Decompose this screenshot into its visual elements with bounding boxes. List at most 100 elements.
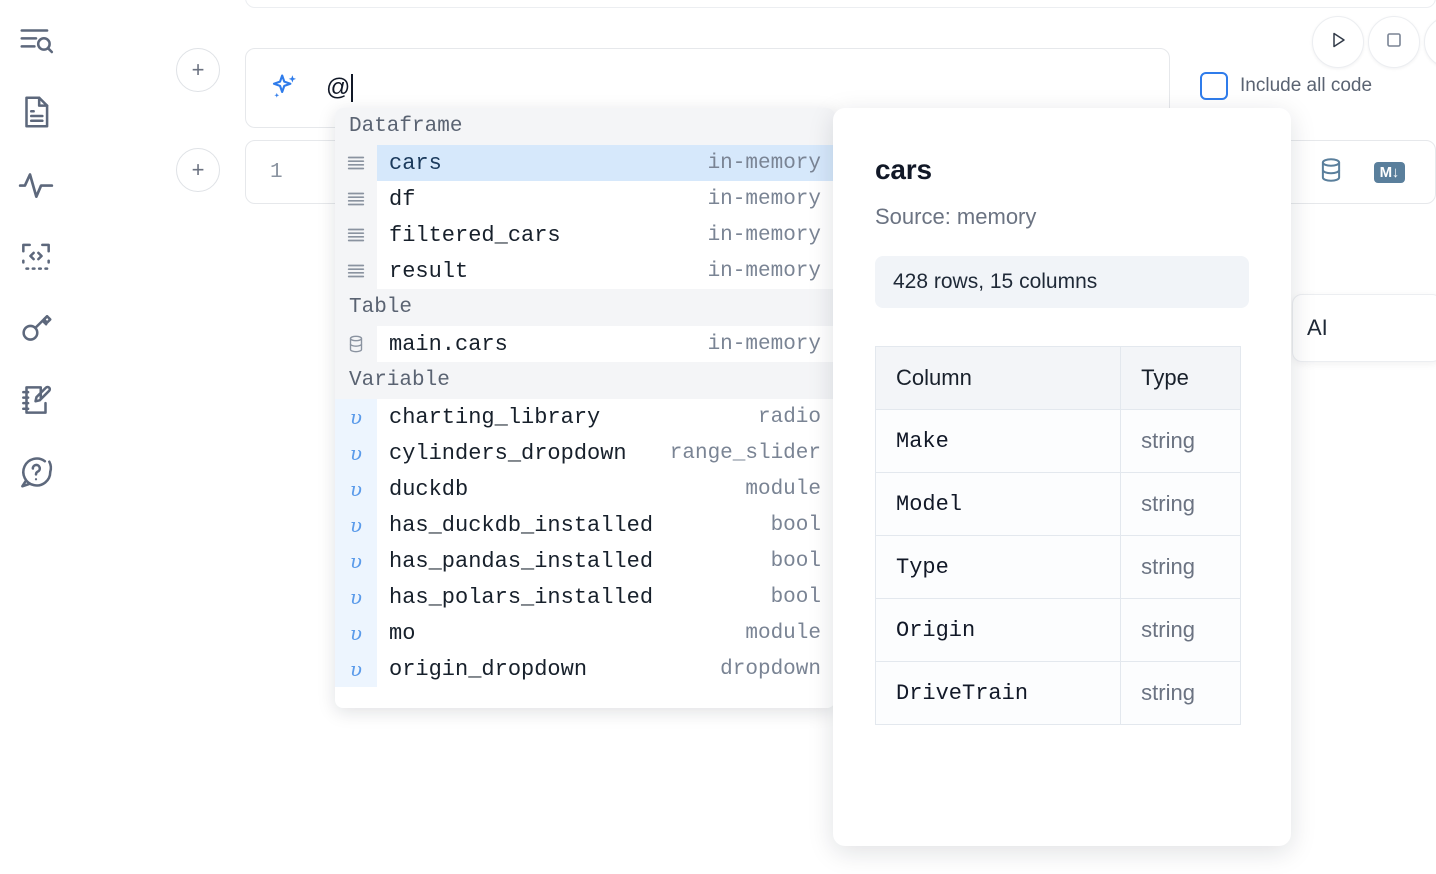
autocomplete-item-name: cars — [389, 150, 442, 176]
add-cell-button-bottom[interactable]: + — [176, 148, 220, 192]
left-sidebar — [0, 0, 72, 874]
autocomplete-item-type: bool — [770, 549, 821, 573]
include-all-code-checkbox[interactable] — [1200, 72, 1228, 100]
sidebar-item-activity[interactable] — [12, 160, 60, 208]
database-icon[interactable] — [1316, 155, 1346, 190]
autocomplete-item-type: in-memory — [707, 259, 821, 283]
autocomplete-item[interactable]: υ has_pandas_installed bool — [335, 543, 835, 579]
sidebar-item-help[interactable] — [12, 448, 60, 496]
autocomplete-item-name: main.cars — [389, 331, 508, 357]
autocomplete-item[interactable]: υ origin_dropdown dropdown — [335, 651, 835, 687]
column-type-cell: string — [1120, 409, 1241, 473]
variable-icon: υ — [335, 543, 377, 579]
autocomplete-item-name: result — [389, 258, 469, 284]
ai-prompt-input[interactable]: @ — [326, 74, 354, 102]
add-cell-button-top[interactable]: + — [176, 48, 220, 92]
text-caret — [351, 74, 354, 102]
autocomplete-group-header: Table — [335, 289, 835, 326]
sidebar-item-outline-search[interactable] — [12, 16, 60, 64]
autocomplete-item[interactable]: result in-memory — [335, 253, 835, 289]
dataframe-icon — [335, 253, 377, 289]
autocomplete-item-type: bool — [770, 585, 821, 609]
include-all-code-row[interactable]: Include all code — [1200, 72, 1372, 100]
column-type-cell: string — [1120, 598, 1241, 662]
table-column-header: Column — [874, 346, 1122, 410]
column-name-cell: Make — [874, 409, 1122, 473]
key-icon — [17, 309, 55, 347]
plus-icon: + — [191, 157, 205, 182]
variable-icon: υ — [335, 507, 377, 543]
sparkle-icon — [268, 71, 302, 105]
autocomplete-item-name: has_pandas_installed — [389, 548, 654, 574]
database-icon — [335, 326, 377, 362]
autocomplete-item-type: module — [745, 621, 821, 645]
column-name-cell: Type — [874, 535, 1122, 599]
plus-icon: + — [191, 57, 205, 82]
column-type-cell: string — [1120, 472, 1241, 536]
autocomplete-item-name: charting_library — [389, 404, 601, 430]
sidebar-item-snippets[interactable] — [12, 232, 60, 280]
column-name-cell: DriveTrain — [874, 661, 1122, 725]
dataframe-detail-panel: cars Source: memory 428 rows, 15 columns… — [833, 108, 1291, 846]
dataframe-icon — [335, 145, 377, 181]
autocomplete-item-name: mo — [389, 620, 416, 646]
autocomplete-item-name: df — [389, 186, 416, 212]
detail-stats: 428 rows, 15 columns — [875, 256, 1249, 308]
column-name-cell: Model — [874, 472, 1122, 536]
table-column-header: Type — [1120, 346, 1241, 410]
detail-source: Source: memory — [875, 204, 1037, 229]
ai-prompt-value: @ — [326, 74, 351, 101]
notepad-pencil-icon — [17, 381, 55, 419]
sidebar-item-file[interactable] — [12, 88, 60, 136]
help-chat-icon — [17, 453, 55, 491]
column-type-cell: string — [1120, 535, 1241, 599]
dataframe-icon — [335, 217, 377, 253]
stop-button[interactable] — [1368, 16, 1420, 68]
run-button[interactable] — [1312, 16, 1364, 68]
dataframe-icon — [335, 181, 377, 217]
autocomplete-item-type: radio — [757, 405, 821, 429]
markdown-badge[interactable]: M↓ — [1373, 161, 1405, 183]
autocomplete-item-name: cylinders_dropdown — [389, 440, 627, 466]
ai-action-chip[interactable]: AI — [1292, 294, 1436, 362]
autocomplete-item-type: dropdown — [720, 657, 821, 681]
column-type-cell: string — [1120, 661, 1241, 725]
activity-icon — [17, 165, 55, 203]
autocomplete-item-name: origin_dropdown — [389, 656, 588, 682]
file-icon — [17, 93, 55, 131]
cell-toolbar: M↓ — [1316, 155, 1405, 190]
autocomplete-item-name: duckdb — [389, 476, 469, 502]
variable-icon: υ — [335, 471, 377, 507]
include-all-code-label: Include all code — [1240, 75, 1373, 96]
detail-title: cars — [875, 154, 932, 185]
overflow-button[interactable] — [1424, 16, 1436, 68]
variable-icon: υ — [335, 579, 377, 615]
variable-icon: υ — [335, 615, 377, 651]
ai-chip-label: AI — [1307, 315, 1328, 340]
autocomplete-group-header: Variable — [335, 362, 835, 399]
sidebar-item-scratchpad[interactable] — [12, 376, 60, 424]
autocomplete-item-type: range_slider — [669, 441, 821, 465]
play-icon — [1326, 28, 1350, 57]
variable-icon: υ — [335, 651, 377, 687]
sidebar-item-secrets[interactable] — [12, 304, 60, 352]
